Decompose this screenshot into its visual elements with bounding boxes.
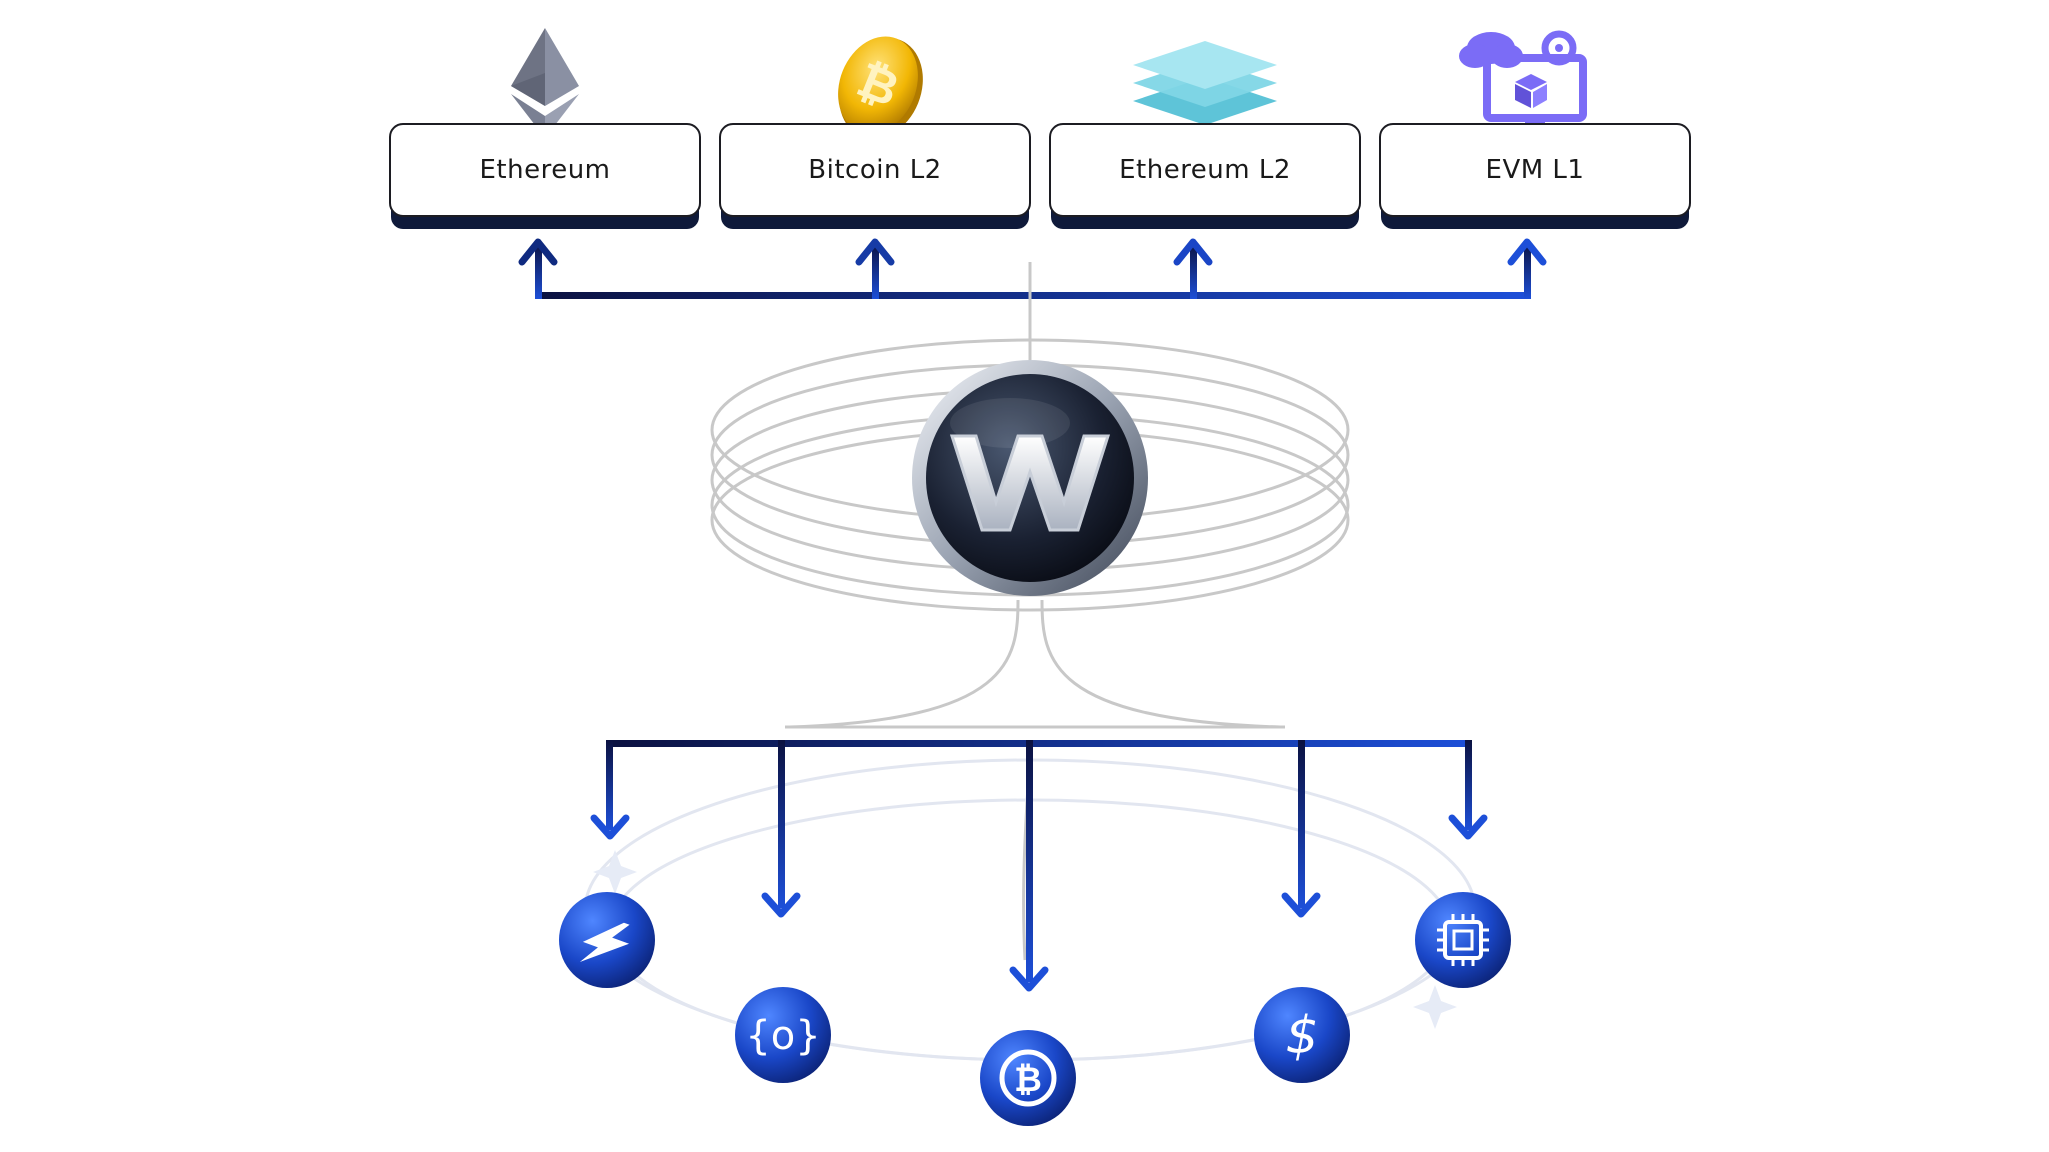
lightning-icon xyxy=(559,892,655,988)
chain-label: Ethereum L2 xyxy=(1119,155,1291,185)
chain-label: Bitcoin L2 xyxy=(808,155,942,185)
chip-icon xyxy=(1415,892,1511,988)
bottom-connector xyxy=(590,740,1488,992)
chain-box-bitcoin-l2: Bitcoin L2 xyxy=(719,123,1031,231)
bitcoin-icon: ₿ xyxy=(980,1030,1076,1126)
w-logo-icon xyxy=(912,360,1148,596)
top-connector xyxy=(518,238,1547,299)
svg-text:₿: ₿ xyxy=(1014,1060,1042,1100)
braces-icon: {o} xyxy=(735,987,831,1083)
chain-box-ethereum-l2: Ethereum L2 xyxy=(1049,123,1361,231)
cloud-gear-monitor-icon xyxy=(1459,30,1587,140)
chain-label: EVM L1 xyxy=(1485,155,1585,185)
chain-label: Ethereum xyxy=(479,155,611,185)
chain-box-ethereum: Ethereum xyxy=(389,123,701,231)
lower-funnel xyxy=(785,599,1285,961)
dollar-icon: $ xyxy=(1254,987,1350,1083)
sparkle-icon xyxy=(593,850,1457,1029)
bitcoin-coin-icon: ₿ xyxy=(838,36,923,139)
chain-box-evm-l1: EVM L1 xyxy=(1379,123,1691,231)
svg-text:{o}: {o} xyxy=(745,1013,820,1059)
layers-icon xyxy=(1133,41,1277,125)
ethereum-icon xyxy=(511,28,579,138)
svg-text:$: $ xyxy=(1285,1006,1318,1066)
